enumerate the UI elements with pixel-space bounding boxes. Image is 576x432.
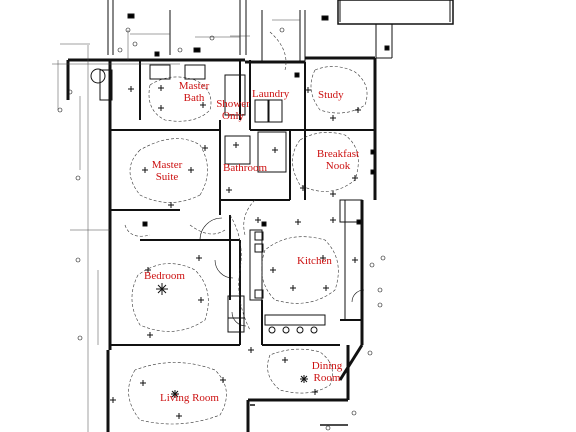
room-label-bedroom: Bedroom [144, 270, 185, 282]
room-label-shower-only: Shower Only [216, 98, 250, 122]
room-label-master-suite: Master Suite [151, 159, 183, 183]
kitchen-island [264, 314, 326, 326]
light-fixture-icon [57, 27, 386, 431]
room-label-master-bath: Master Bath [178, 80, 210, 104]
room-label-study: Study [318, 89, 344, 101]
star-symbol-icon [156, 283, 308, 398]
room-label-breakfast-nook: Breakfast Nook [316, 148, 360, 172]
shower-stall [224, 74, 246, 116]
porch-outline [337, 0, 454, 25]
room-label-dining-room: Dining Room [311, 360, 343, 384]
room-label-laundry: Laundry [252, 88, 290, 100]
room-label-bathroom: Bathroom [223, 162, 267, 174]
bath-fixture [99, 69, 113, 101]
vanity-counter [257, 131, 287, 173]
room-label-living-room: Living Room [160, 392, 219, 404]
water-heater-icon [90, 68, 106, 84]
room-label-kitchen: Kitchen [297, 255, 332, 267]
electrical-outlet-icon [110, 85, 361, 419]
